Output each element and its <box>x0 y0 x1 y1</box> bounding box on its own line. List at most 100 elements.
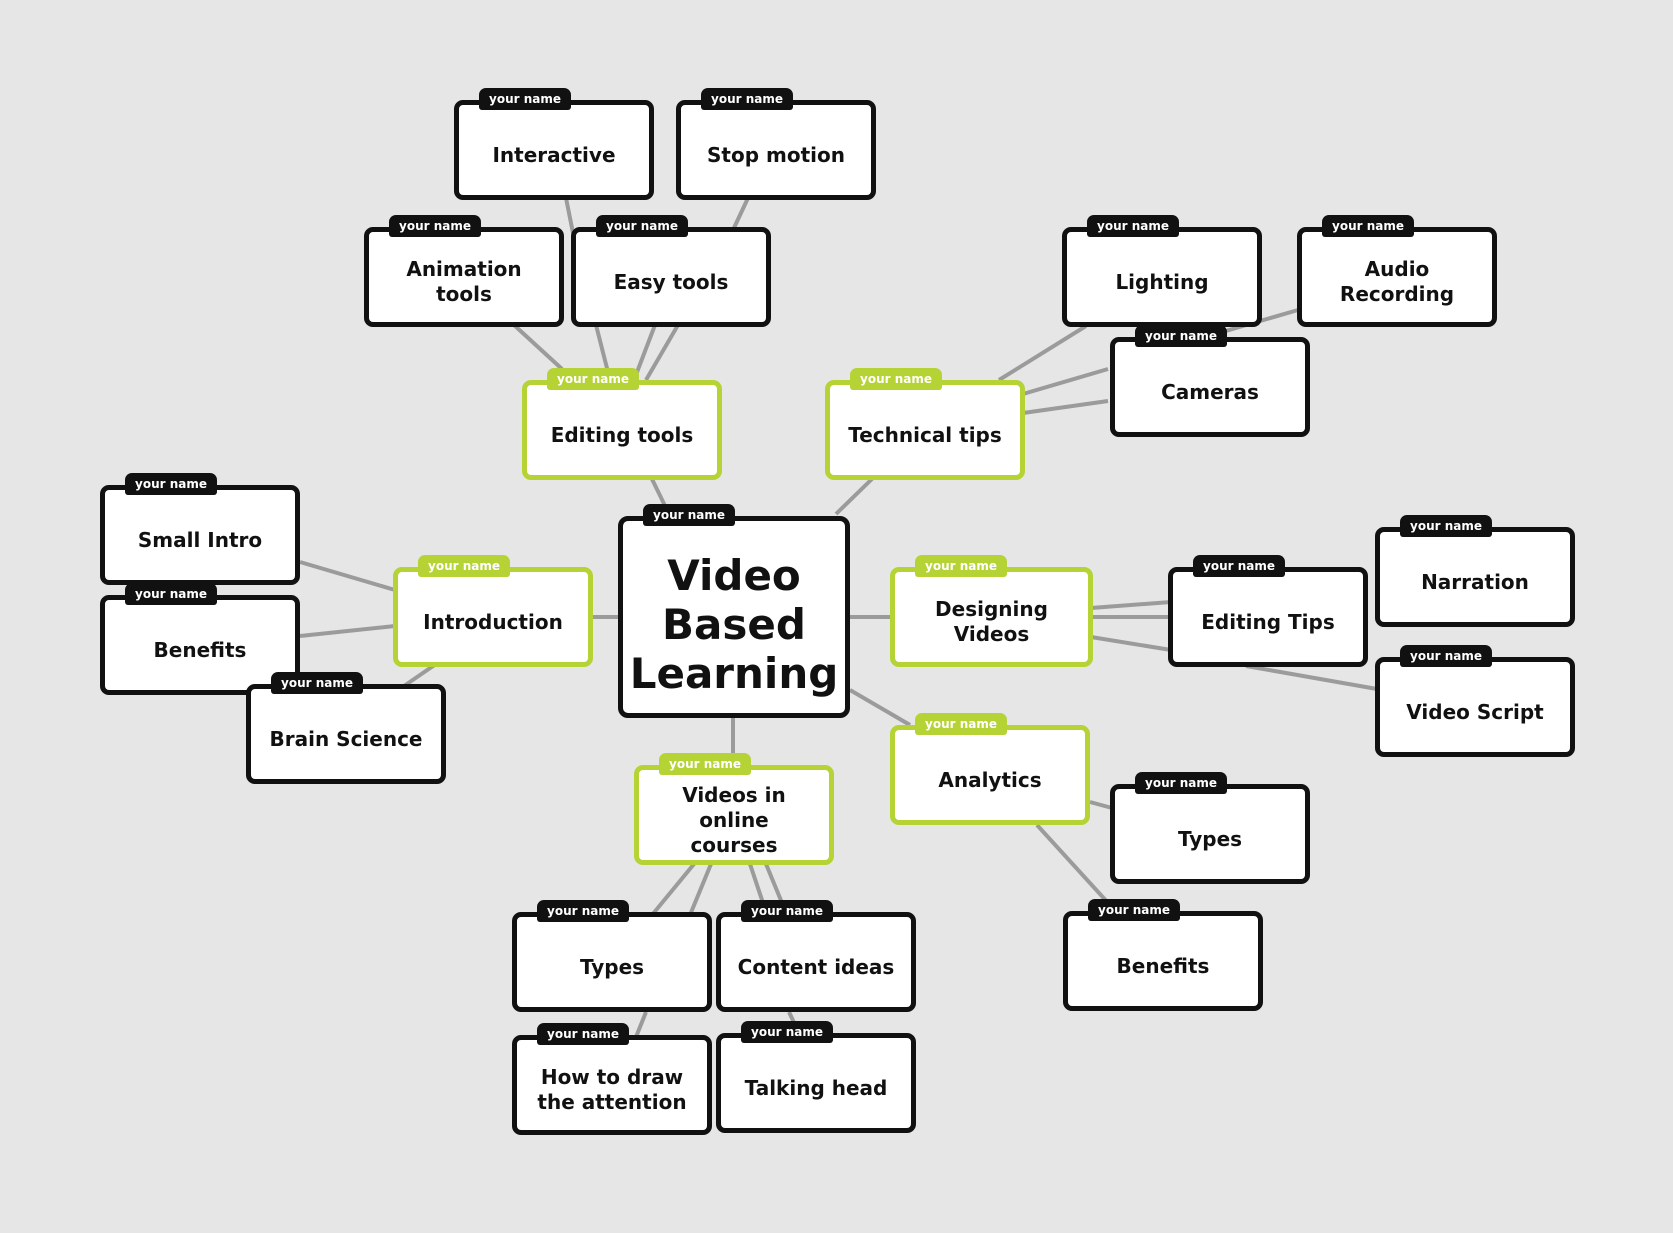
connector-line <box>650 862 696 917</box>
connector-line <box>1089 800 1113 810</box>
connector-line <box>1035 823 1112 907</box>
node-brain-science[interactable]: your name Brain Science <box>246 672 446 784</box>
node-label: Audio Recording <box>1339 257 1455 306</box>
node-label: Video Script <box>1406 699 1544 724</box>
node-label: How to draw the attention <box>537 1065 687 1114</box>
node-easy-tools[interactable]: your name Easy tools <box>571 215 771 327</box>
connector-line <box>1022 399 1109 415</box>
node-types-videos[interactable]: your name Types <box>512 900 712 1012</box>
node-label: Lighting <box>1115 269 1209 294</box>
author-tag: your name <box>659 753 751 775</box>
node-how-to-draw-attention[interactable]: your name How to draw the attention <box>512 1023 712 1135</box>
connector-line <box>834 475 876 516</box>
author-tag: your name <box>1322 215 1414 237</box>
node-small-intro[interactable]: your name Small Intro <box>100 473 300 585</box>
author-tag: your name <box>125 473 217 495</box>
node-stop-motion[interactable]: your name Stop motion <box>676 88 876 200</box>
author-tag: your name <box>547 368 639 390</box>
node-analytics[interactable]: your name Analytics <box>890 713 1090 825</box>
author-tag: your name <box>418 555 510 577</box>
node-label: Technical tips <box>848 422 1002 447</box>
author-tag: your name <box>479 88 571 110</box>
node-label: Stop motion <box>707 142 845 167</box>
node-narration[interactable]: your name Narration <box>1375 515 1575 627</box>
central-topic-line: Learning <box>629 648 839 698</box>
author-tag: your name <box>596 215 688 237</box>
node-label: Brain Science <box>269 726 423 751</box>
node-label: Narration <box>1421 569 1529 594</box>
node-audio-recording[interactable]: your name Audio Recording <box>1297 215 1497 327</box>
connector-line <box>299 560 396 592</box>
connector-line <box>1022 367 1109 396</box>
node-designing-videos[interactable]: your name Designing Videos <box>890 555 1093 667</box>
connector-line <box>731 197 750 231</box>
node-label: Cameras <box>1161 379 1259 404</box>
author-tag: your name <box>537 1023 629 1045</box>
connector-line <box>402 662 438 688</box>
node-label: Editing tools <box>550 422 694 447</box>
node-editing-tools[interactable]: your name Editing tools <box>522 368 722 480</box>
node-label: Introduction <box>423 609 563 634</box>
connector-line <box>512 323 564 371</box>
node-label: Designing Videos <box>935 597 1048 646</box>
author-tag: your name <box>1088 899 1180 921</box>
author-tag: your name <box>1400 645 1492 667</box>
node-label: Videos in online courses <box>682 782 786 857</box>
node-label: Talking head <box>744 1075 888 1100</box>
node-lighting[interactable]: your name Lighting <box>1062 215 1262 327</box>
node-label: Benefits <box>153 637 247 662</box>
author-tag: your name <box>1135 772 1227 794</box>
node-editing-tips[interactable]: your name Editing Tips <box>1168 555 1368 667</box>
author-tag: your name <box>701 88 793 110</box>
node-label: Easy tools <box>613 269 729 294</box>
node-benefits-intro[interactable]: your name Benefits <box>100 583 300 695</box>
node-label: Types <box>1177 826 1243 851</box>
node-label: Analytics <box>938 767 1042 792</box>
node-animation-tools[interactable]: your name Animation tools <box>364 215 564 327</box>
central-topic-node[interactable]: your name Video Based Learning <box>618 504 850 718</box>
connector-line <box>299 624 396 638</box>
author-tag: your name <box>1087 215 1179 237</box>
connector-line <box>1245 664 1378 691</box>
node-label: Editing Tips <box>1201 609 1335 634</box>
node-label: Small Intro <box>137 527 263 552</box>
node-interactive[interactable]: your name Interactive <box>454 88 654 200</box>
connector-line <box>1090 600 1172 610</box>
author-tag: your name <box>271 672 363 694</box>
central-topic-label: Video Based Learning <box>620 537 849 698</box>
node-talking-head[interactable]: your name Talking head <box>716 1021 916 1133</box>
author-tag: your name <box>643 504 735 526</box>
author-tag: your name <box>1193 555 1285 577</box>
connector-line <box>688 863 713 916</box>
node-label: Animation tools <box>406 257 522 306</box>
connector-line <box>1090 635 1172 652</box>
author-tag: your name <box>850 368 942 390</box>
author-tag: your name <box>1400 515 1492 537</box>
connector-line <box>644 323 680 382</box>
node-video-script[interactable]: your name Video Script <box>1375 645 1575 757</box>
connector-line <box>997 324 1088 382</box>
author-tag: your name <box>1135 325 1227 347</box>
author-tag: your name <box>915 555 1007 577</box>
central-topic-line: Video <box>667 550 801 600</box>
author-tag: your name <box>125 583 217 605</box>
connector-line <box>634 1011 648 1038</box>
connector-line <box>564 197 575 234</box>
author-tag: your name <box>741 900 833 922</box>
node-benefits-analytics[interactable]: your name Benefits <box>1063 899 1263 1011</box>
author-tag: your name <box>741 1021 833 1043</box>
node-label: Types <box>579 954 645 979</box>
connector-line <box>848 688 912 727</box>
central-topic-line: Based <box>662 599 806 649</box>
author-tag: your name <box>537 900 629 922</box>
node-introduction[interactable]: your name Introduction <box>393 555 593 667</box>
author-tag: your name <box>389 215 481 237</box>
node-videos-online-courses[interactable]: your name Videos in online courses <box>634 753 834 865</box>
node-types-analytics[interactable]: your name Types <box>1110 772 1310 884</box>
node-content-ideas[interactable]: your name Content ideas <box>716 900 916 1012</box>
node-label: Benefits <box>1116 953 1210 978</box>
node-cameras[interactable]: your name Cameras <box>1110 325 1310 437</box>
node-technical-tips[interactable]: your name Technical tips <box>825 368 1025 480</box>
